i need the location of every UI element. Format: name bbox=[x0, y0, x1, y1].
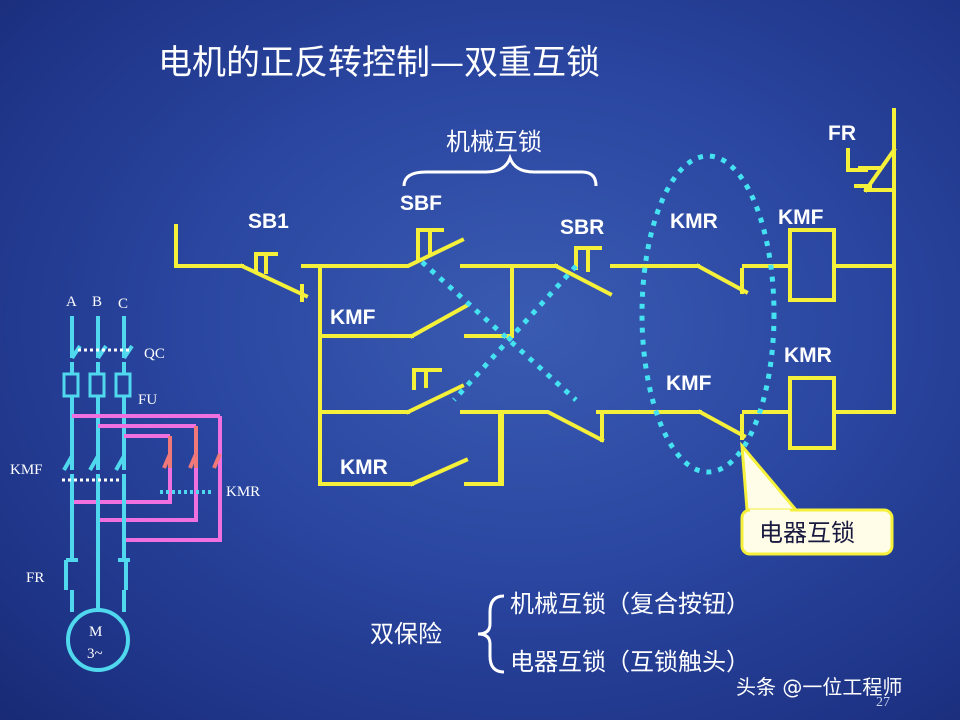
mech-interlock-label: 机械互锁 bbox=[446, 128, 542, 156]
kmr-main-label: KMR bbox=[226, 484, 260, 500]
kmr-coil-label: KMR bbox=[784, 344, 832, 367]
qc-label: QC bbox=[144, 346, 165, 362]
fu-label: FU bbox=[138, 392, 157, 408]
page-title: 电机的正反转控制—双重互锁 bbox=[158, 43, 600, 83]
main-circuit bbox=[62, 316, 222, 672]
control-circuit bbox=[174, 108, 897, 487]
elec-interlock-callout bbox=[740, 441, 894, 556]
kmr-hold-label: KMR bbox=[340, 456, 388, 479]
kmf-hold-label: KMF bbox=[330, 306, 376, 329]
interlock-cross-line-2 bbox=[452, 264, 578, 402]
interlock-cross-line-1 bbox=[420, 260, 578, 402]
kmf-main-label: KMF bbox=[10, 462, 43, 478]
fr-control-label: FR bbox=[828, 122, 856, 145]
page-number: 27 bbox=[876, 695, 890, 710]
kmf-interlock-label: KMF bbox=[666, 372, 712, 395]
elec-interlock-ellipse bbox=[639, 153, 777, 475]
fr-main-label: FR bbox=[26, 570, 44, 586]
phase-b-label: B bbox=[92, 294, 102, 310]
motor-phase-label: 3~ bbox=[87, 646, 103, 662]
kmf-coil bbox=[788, 228, 836, 302]
phase-a-label: A bbox=[66, 294, 77, 310]
sb1-button-head bbox=[254, 252, 278, 274]
summary-item-electrical: 电器互锁（互锁触头） bbox=[510, 648, 750, 676]
summary-brace bbox=[477, 594, 505, 674]
phase-c-label: C bbox=[118, 296, 128, 312]
watermark: 头条 @一位工程师 bbox=[736, 675, 902, 699]
elec-interlock-label: 电器互锁 bbox=[759, 519, 855, 547]
kmf-coil-label: KMF bbox=[778, 206, 824, 229]
kmr-interlock-label: KMR bbox=[670, 210, 718, 233]
sbf-label: SBF bbox=[400, 192, 442, 215]
sbr-label: SBR bbox=[560, 216, 604, 239]
summary-item-mechanical: 机械互锁（复合按钮） bbox=[510, 590, 750, 618]
summary-label: 双保险 bbox=[370, 620, 442, 648]
kmr-coil bbox=[788, 376, 836, 450]
mech-interlock-brace bbox=[402, 153, 598, 187]
motor-label: M bbox=[89, 624, 102, 640]
sb1-label: SB1 bbox=[248, 210, 289, 233]
